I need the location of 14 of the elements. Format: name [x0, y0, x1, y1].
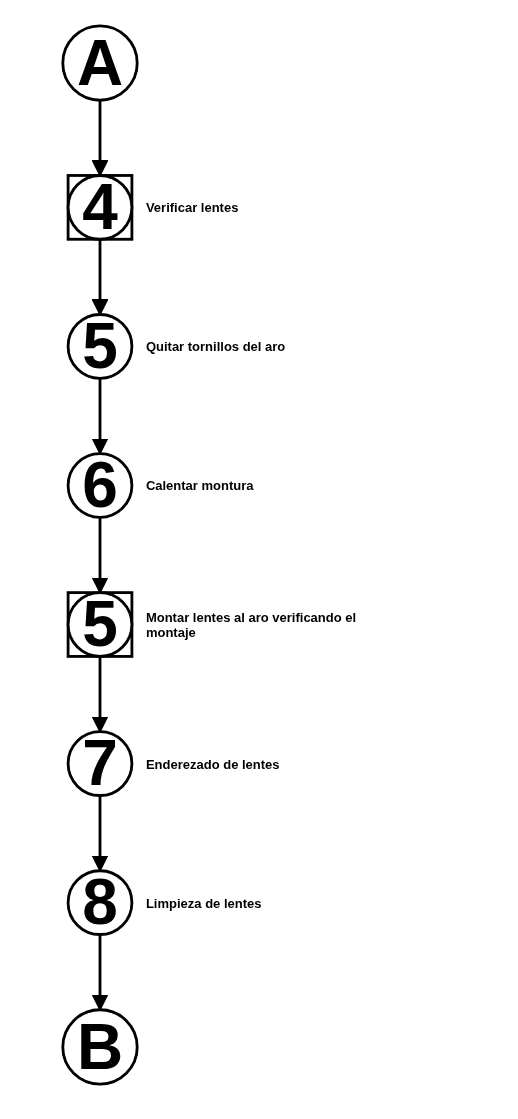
node-circle: B: [61, 1008, 139, 1086]
node-circle: 5: [66, 313, 134, 380]
step-description: Montar lentes al aro verificando el montaje: [145, 609, 358, 640]
step-description: Calentar montura: [145, 477, 255, 493]
node-circle: 8: [66, 869, 134, 936]
step-description: Enderezado de lentes: [145, 756, 281, 772]
step-description: Limpieza de lentes: [145, 895, 263, 911]
step-description: Verificar lentes: [145, 199, 240, 215]
node-circle: 7: [66, 730, 134, 797]
node-label: 5: [82, 587, 118, 660]
node-label: 4: [82, 170, 118, 243]
node-circle: 6: [66, 452, 134, 519]
step-description: Quitar tornillos del aro: [145, 338, 287, 354]
node-circle: A: [61, 24, 139, 102]
